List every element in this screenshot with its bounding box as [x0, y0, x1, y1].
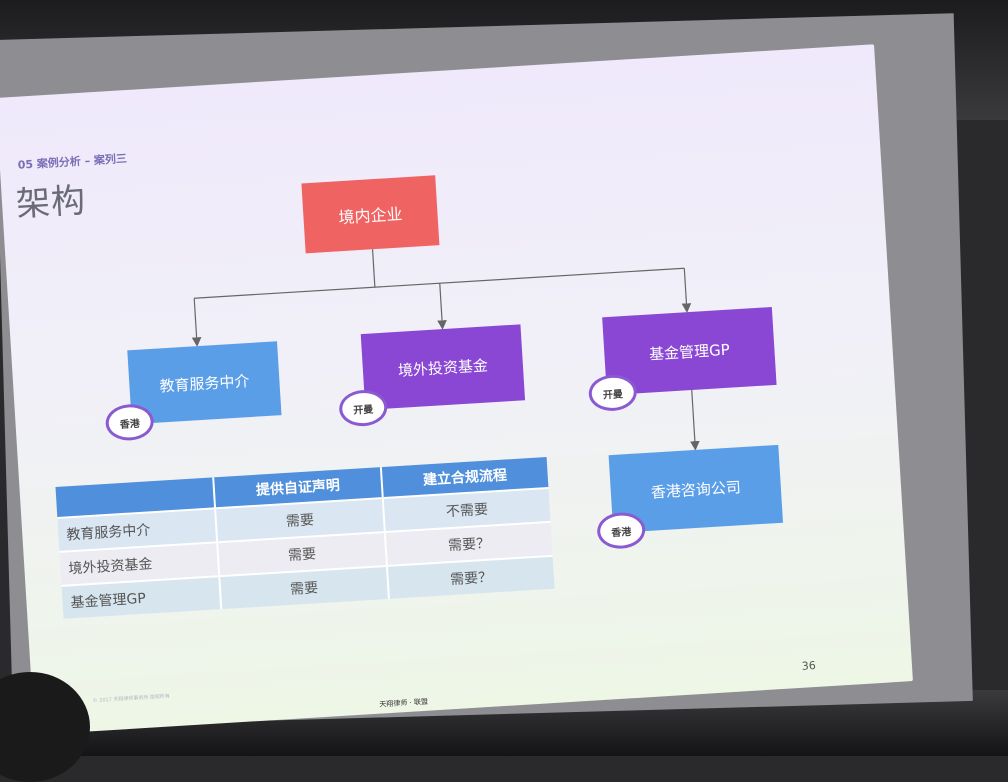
connector-lines — [191, 249, 700, 451]
child-node-offshore-fund: 境外投资基金 — [360, 324, 526, 410]
slide: 05 案例分析 – 案列三 架构 境内企业 教育服务中介 境外投资基金 基金管理… — [0, 44, 913, 735]
branch-arrow-2 — [437, 283, 447, 330]
branch-horizontal-line — [194, 267, 685, 299]
branch-arrow-3 — [681, 268, 692, 313]
sub-arrow — [690, 389, 700, 451]
root-down-line — [371, 249, 376, 288]
projection-screen: 05 案例分析 – 案列三 架构 境内企业 教育服务中介 境外投资基金 基金管理… — [0, 13, 973, 735]
root-node: 境内企业 — [301, 175, 440, 254]
page-number: 36 — [801, 658, 817, 673]
branch-arrow-1 — [191, 298, 202, 347]
